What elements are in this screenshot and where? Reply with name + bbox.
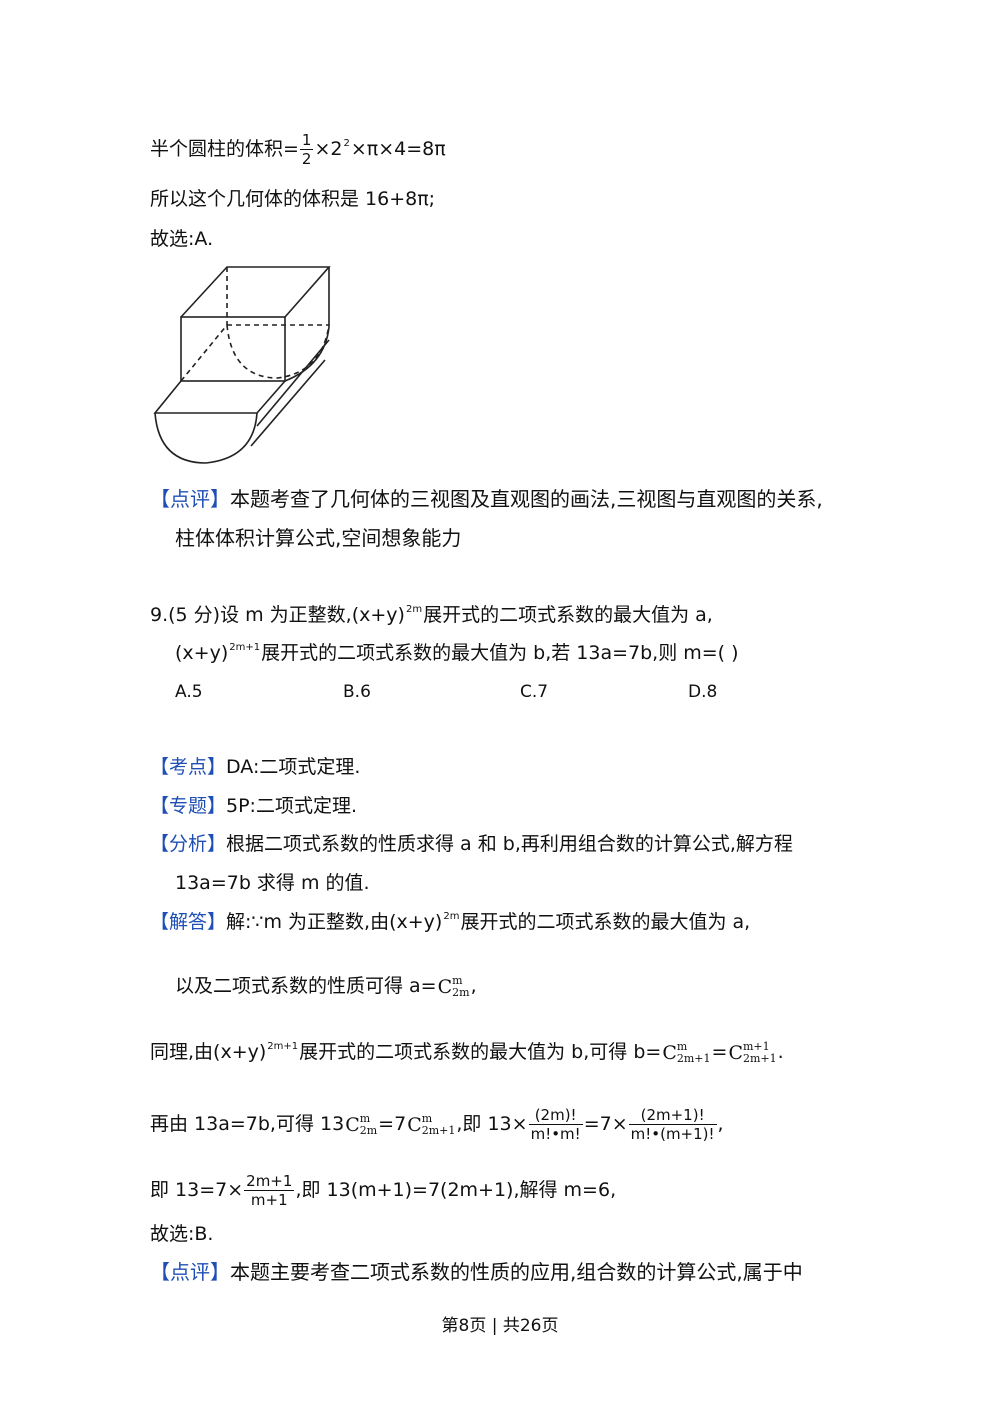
exponent: 2m — [443, 911, 460, 922]
box-front-face — [180, 316, 286, 382]
fraction: (2m)!m!•m! — [528, 1106, 583, 1143]
comb-top: m — [421, 1112, 433, 1125]
equals: = — [711, 1041, 728, 1063]
half-cylinder-back-arc — [284, 326, 330, 382]
tongli-text-a: 同理,由(x+y) — [150, 1041, 267, 1063]
prev-choice: 故选:A. — [150, 228, 214, 250]
frac-den: m!•m! — [530, 1125, 581, 1143]
comb-bottom: 2m — [452, 986, 470, 999]
jieda-text-c: 以及二项式系数的性质可得 a= — [175, 975, 437, 997]
comb-bottom: 2m+1 — [742, 1052, 777, 1065]
half-cylinder-top-face — [153, 380, 286, 414]
question-9-line-2: (x+y)2m+1展开式的二项式系数的最大值为 b,若 13a=7b,则 m=(… — [175, 641, 739, 669]
kaodian-tag: 【考点】 — [150, 756, 227, 778]
q9-text-b: 展开式的二项式系数的最大值为 a, — [423, 604, 713, 626]
page-footer: 第8页 | 共26页 — [441, 1316, 559, 1336]
total-volume: 所以这个几何体的体积是 16+8π; — [150, 188, 436, 210]
comb-bottom: 2m — [359, 1124, 378, 1137]
punct: . — [777, 1041, 784, 1063]
q9-text-c: (x+y) — [175, 642, 229, 664]
fenxi-tag: 【分析】 — [150, 833, 227, 855]
exponent: 2 — [343, 138, 350, 149]
tongli-text-b: 展开式的二项式系数的最大值为 b,可得 b= — [299, 1041, 662, 1063]
review-text: 本题主要考查二项式系数的性质的应用,组合数的计算公式,属于中 — [230, 1260, 803, 1284]
jieda-text-a: 解:∵m 为正整数,由(x+y) — [226, 911, 443, 933]
hidden-edge-diagonal — [180, 324, 228, 382]
comb-top: m — [452, 974, 463, 987]
hidden-half-circle — [226, 324, 330, 379]
zhuanti-text: 5P:二项式定理. — [226, 795, 358, 817]
jieda-text-b: 展开式的二项式系数的最大值为 a, — [460, 911, 751, 933]
question-9-line-1: 9.(5 分)设 m 为正整数,(x+y)2m展开式的二项式系数的最大值为 a, — [150, 603, 713, 631]
half-cylinder-side-1 — [256, 339, 330, 427]
review-2-line-1: 【点评】本题主要考查二项式系数的性质的应用,组合数的计算公式,属于中 — [150, 1260, 803, 1284]
q9-text-a: 9.(5 分)设 m 为正整数,(x+y) — [150, 604, 405, 626]
zaiyou-text-a: 再由 13a=7b,可得 13 — [150, 1113, 345, 1135]
geometry-figure — [153, 266, 331, 464]
frac-num: (2m)! — [528, 1106, 583, 1125]
frac-den: 2 — [301, 150, 312, 168]
option-b: B.6 — [343, 682, 371, 702]
option-a: A.5 — [175, 682, 203, 702]
frac-num: 1 — [299, 131, 314, 150]
fenxi-text: 根据二项式系数的性质求得 a 和 b,再利用组合数的计算公式,解方程 — [226, 833, 793, 855]
review-1-line-1: 【点评】本题考查了几何体的三视图及直观图的画法,三视图与直观图的关系, — [150, 487, 823, 511]
punct: , — [717, 1113, 724, 1135]
half-cylinder-rest-a: ×2 — [314, 138, 343, 160]
frac-den: m+1 — [250, 1191, 288, 1209]
review-text: 本题考查了几何体的三视图及直观图的画法,三视图与直观图的关系, — [230, 487, 823, 511]
review-tag: 【点评】 — [150, 487, 230, 511]
kaodian-text: DA:二项式定理. — [226, 756, 361, 778]
zaiyou-text-d: =7× — [583, 1113, 628, 1135]
ji-text-b: ,即 13(m+1)=7(2m+1),解得 m=6, — [295, 1179, 617, 1201]
option-c: C.7 — [520, 682, 549, 702]
kaodian-line: 【考点】DA:二项式定理. — [150, 755, 360, 779]
review-1-line-2: 柱体体积计算公式,空间想象能力 — [175, 526, 462, 550]
box-top-face — [180, 266, 331, 318]
zhuanti-tag: 【专题】 — [150, 795, 227, 817]
ji-text-a: 即 13=7× — [150, 1179, 244, 1201]
answer-choice: 故选:B. — [150, 1223, 214, 1245]
half-cylinder-front-arc — [154, 412, 258, 464]
zhuanti-line: 【专题】5P:二项式定理. — [150, 794, 357, 818]
comb-top: m — [676, 1040, 688, 1053]
exponent: 2m+1 — [229, 642, 261, 653]
frac-num: (2m+1)! — [628, 1106, 717, 1125]
q9-text-d: 展开式的二项式系数的最大值为 b,若 13a=7b,则 m=( ) — [261, 642, 739, 664]
half-cylinder-rest-b: ×π×4=8π — [350, 138, 446, 160]
jieda-line-1: 【解答】解:∵m 为正整数,由(x+y)2m展开式的二项式系数的最大值为 a, — [150, 910, 750, 938]
comb-bottom: 2m+1 — [676, 1052, 711, 1065]
half-cylinder-side-2 — [250, 359, 326, 447]
exponent: 2m — [405, 604, 423, 615]
comb-top: m+1 — [742, 1040, 770, 1053]
fenxi-line-1: 【分析】根据二项式系数的性质求得 a 和 b,再利用组合数的计算公式,解方程 — [150, 832, 793, 856]
option-d: D.8 — [688, 682, 718, 702]
punct: , — [470, 975, 477, 997]
half-cylinder-prefix: 半个圆柱的体积= — [150, 138, 299, 160]
comb-top: m — [359, 1112, 371, 1125]
fenxi-line-2: 13a=7b 求得 m 的值. — [175, 872, 370, 894]
comb-bottom: 2m+1 — [421, 1124, 456, 1137]
jieda-tag: 【解答】 — [150, 911, 227, 933]
exponent: 2m+1 — [267, 1041, 299, 1052]
review-tag: 【点评】 — [150, 1260, 230, 1284]
frac-den: m!•(m+1)! — [630, 1125, 715, 1143]
zaiyou-text-b: =7 — [378, 1113, 407, 1135]
zaiyou-text-c: ,即 13× — [456, 1113, 528, 1135]
frac-num: 2m+1 — [244, 1172, 295, 1191]
fraction: (2m+1)!m!•(m+1)! — [628, 1106, 717, 1143]
